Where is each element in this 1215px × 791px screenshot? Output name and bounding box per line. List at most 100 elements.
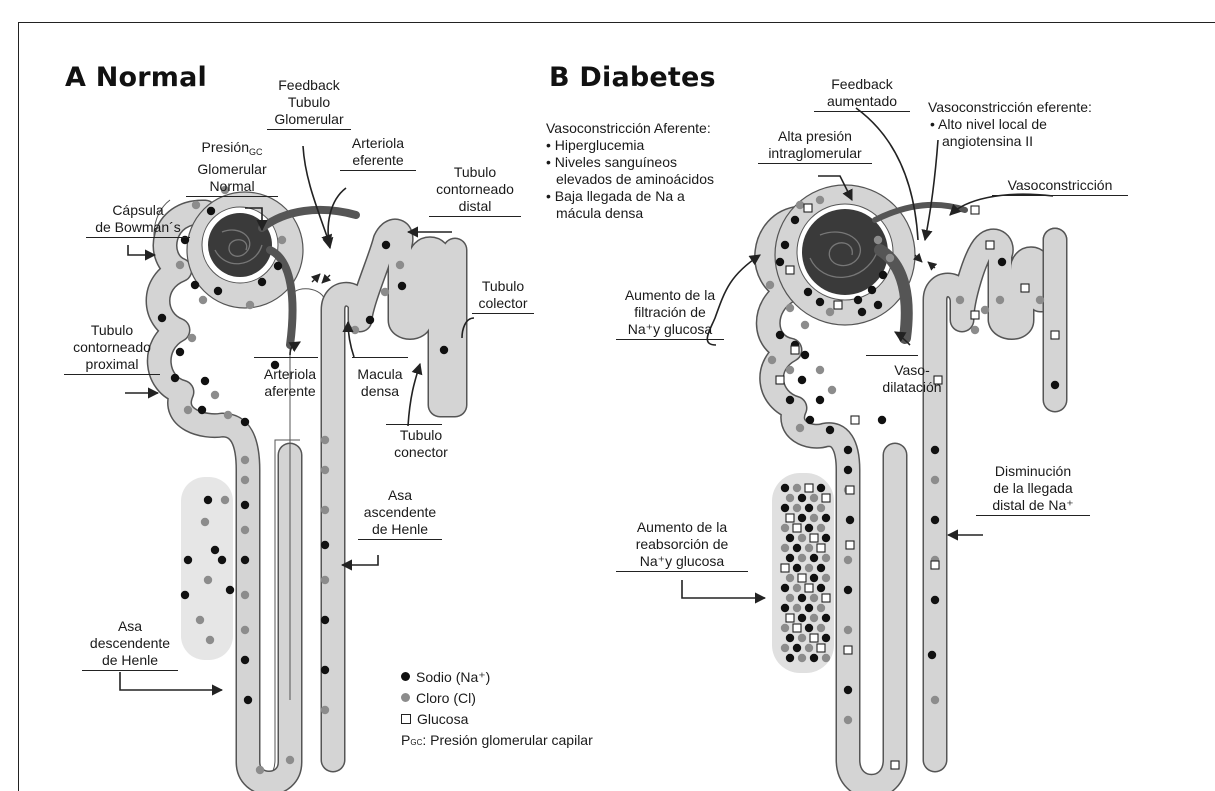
chloride-particle <box>793 504 801 512</box>
glucose-particle <box>786 266 794 274</box>
chloride-particle <box>1036 296 1044 304</box>
sodium-particle <box>176 348 184 356</box>
sodium-dot-icon <box>401 672 410 681</box>
sodium-particle <box>398 282 406 290</box>
legend-label: Glucosa <box>417 709 468 729</box>
label-line: Tubulo <box>64 322 160 339</box>
chloride-particle <box>351 326 359 334</box>
label-line: conector <box>385 444 457 461</box>
arteriola-aferente-label-a: Arteriola aferente <box>252 366 328 400</box>
glucose-particle <box>786 614 794 622</box>
label-line: Feedback <box>814 76 910 93</box>
chloride-particle <box>199 296 207 304</box>
label-line: descendente <box>82 635 178 652</box>
chloride-particle <box>192 201 200 209</box>
label-line: Normal <box>186 178 278 197</box>
label-line: densa <box>350 383 410 400</box>
sodium-particle <box>928 651 936 659</box>
chloride-particle <box>793 604 801 612</box>
sodium-particle <box>804 288 812 296</box>
glucose-particle <box>846 486 854 494</box>
panel-a-title: A Normal <box>65 62 207 93</box>
label-line: de Henle <box>358 521 442 540</box>
chloride-particle <box>321 576 329 584</box>
legend: Sodio (Na⁺) Cloro (Cl) Glucosa P GC : Pr… <box>401 666 593 750</box>
sodium-particle <box>805 604 813 612</box>
sodium-particle <box>844 586 852 594</box>
sodium-particle <box>801 351 809 359</box>
chloride-particle <box>781 644 789 652</box>
glucose-particle <box>844 646 852 654</box>
chloride-particle <box>810 614 818 622</box>
sodium-particle <box>822 514 830 522</box>
chloride-particle <box>768 356 776 364</box>
glucose-particle <box>805 484 813 492</box>
chloride-particle <box>805 564 813 572</box>
chloride-particle <box>204 576 212 584</box>
label-line: Glomerular <box>186 161 278 178</box>
label-line: angiotensina II <box>928 133 1092 150</box>
sodium-particle <box>207 207 215 215</box>
sodium-particle <box>846 516 854 524</box>
panel-b-reabsorption-zone <box>772 473 834 673</box>
sodium-particle <box>805 524 813 532</box>
disminucion-llegada-label: Disminución de la llegada distal de Na⁺ <box>976 463 1090 516</box>
glucose-particle <box>810 534 818 542</box>
sodium-particle <box>158 314 166 322</box>
chloride-particle <box>810 594 818 602</box>
chloride-particle <box>816 366 824 374</box>
sodium-particle <box>781 604 789 612</box>
sodium-particle <box>931 596 939 604</box>
sodium-particle <box>816 396 824 404</box>
chloride-particle <box>796 201 804 209</box>
sodium-particle <box>879 271 887 279</box>
sodium-particle <box>805 504 813 512</box>
label-line: aferente <box>252 383 328 400</box>
label-line: Na⁺y glucosa <box>616 321 724 340</box>
glucose-particle <box>817 644 825 652</box>
aumento-filtracion-label: Aumento de la filtración de Na⁺y glucosa <box>616 287 724 340</box>
label-line: Vasoconstricción Aferente: <box>546 120 714 137</box>
label-line: Macula <box>350 366 410 383</box>
sodium-particle <box>321 666 329 674</box>
sodium-particle <box>854 296 862 304</box>
label-line: • Niveles sanguíneos <box>546 154 714 171</box>
glucose-particle <box>781 564 789 572</box>
glucose-particle <box>931 561 939 569</box>
chloride-particle <box>766 281 774 289</box>
sodium-particle <box>931 446 939 454</box>
sodium-particle <box>798 514 806 522</box>
sodium-particle <box>817 484 825 492</box>
chloride-particle <box>810 494 818 502</box>
sodium-particle <box>244 696 252 704</box>
label-line: Tubulo <box>472 278 534 295</box>
macula-densa-underline <box>352 357 408 358</box>
sodium-particle <box>226 586 234 594</box>
label-line: ascendente <box>358 504 442 521</box>
chloride-particle <box>176 261 184 269</box>
tubulo-conector-label: Tubulo conector <box>385 427 457 461</box>
panel-b-title: B Diabetes <box>549 62 716 93</box>
chloride-particle <box>786 594 794 602</box>
asa-descendente-label: Asa descendente de Henle <box>82 618 178 671</box>
vasodilatacion-underline <box>866 355 918 356</box>
label-line: • Baja llegada de Na a <box>546 188 714 205</box>
sodium-particle <box>204 496 212 504</box>
chloride-particle <box>793 484 801 492</box>
chloride-particle <box>801 321 809 329</box>
sodium-particle <box>786 654 794 662</box>
sodium-particle <box>858 308 866 316</box>
chloride-particle <box>805 544 813 552</box>
sodium-particle <box>844 686 852 694</box>
label-line: dilatación <box>874 379 950 396</box>
glucose-particle <box>891 761 899 769</box>
chloride-particle <box>321 436 329 444</box>
chloride-particle <box>956 296 964 304</box>
sodium-particle <box>817 564 825 572</box>
sodium-particle <box>786 396 794 404</box>
sodium-particle <box>805 624 813 632</box>
sodium-particle <box>382 241 390 249</box>
label-line: Aumento de la <box>616 287 724 304</box>
panel-a-reabsorption-zone <box>181 477 233 660</box>
sodium-particle <box>806 416 814 424</box>
